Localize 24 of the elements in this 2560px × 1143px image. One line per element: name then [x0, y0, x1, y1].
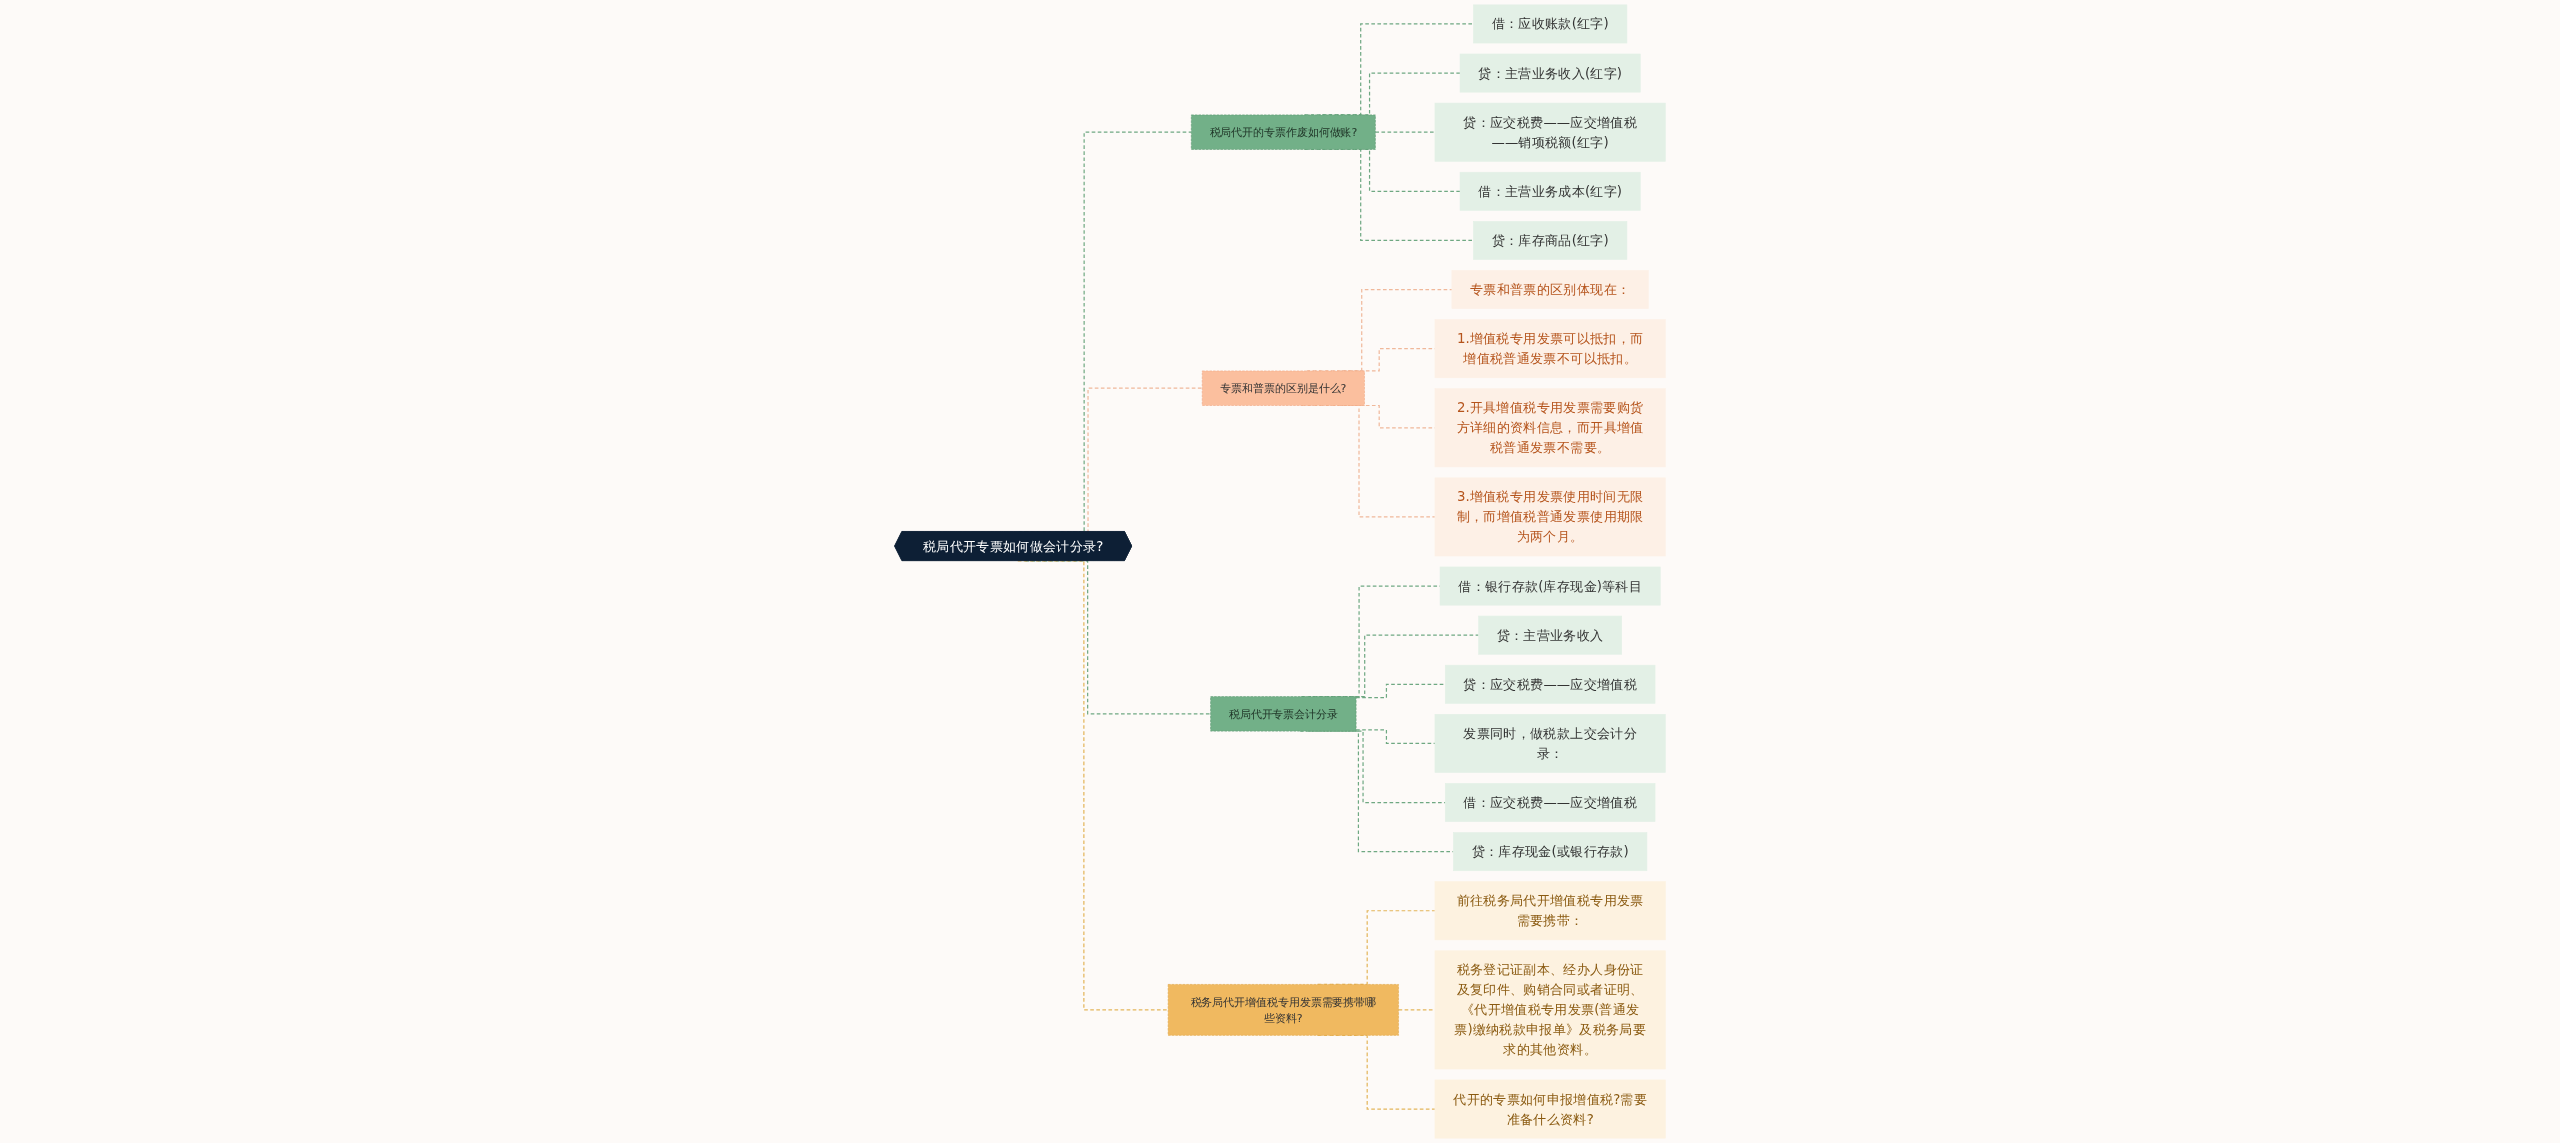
node-box: 贷：库存现金(或银行存款) [1453, 832, 1648, 872]
node-box: 贷：库存商品(红字) [1473, 221, 1628, 260]
node-box: 3.增值税专用发票使用时间无限制，而增值税普通发票使用期限为两个月。 [1434, 477, 1666, 557]
node-box: 税务局代开增值税专用发票需要携带哪些资料? [1167, 984, 1399, 1036]
node-box: 借：应收账款(红字) [1473, 4, 1628, 44]
connector [1355, 683, 1446, 699]
node-box: 税局代开专票会计分录 [1210, 696, 1357, 732]
node-box: 2.开具增值税专用发票需要购货方详细的资料信息，而开具增值税普通发票不需要。 [1434, 388, 1666, 468]
node-box: 1.增值税专用发票可以抵扣，而增值税普通发票不可以抵扣。 [1434, 319, 1666, 379]
node-box: 前往税务局代开增值税专用发票需要携带： [1434, 881, 1666, 941]
node-box: 专票和普票的区别体现在： [1451, 270, 1649, 309]
node-box: 贷：应交税费——应交增值税——销项税额(红字) [1434, 102, 1666, 162]
connector [1397, 1009, 1436, 1011]
node-box: 代开的专票如何申报增值税?需要准备什么资料? [1434, 1079, 1666, 1139]
node-box: 贷：主营业务收入 [1478, 615, 1622, 655]
node-box: 借：主营业务成本(红字) [1459, 171, 1641, 211]
node-box: 专票和普票的区别是什么? [1201, 370, 1365, 406]
node-box: 税局代开的专票作废如何做账? [1191, 114, 1376, 150]
node-box: 发票同时，做税款上交会计分录： [1434, 714, 1666, 773]
node-box: 税务登记证副本、经办人身份证及复印件、购销合同或者证明、《代开增值税专用发票(普通发票)缴纳税款申报单》及税务局要求的其他资料。 [1434, 950, 1666, 1070]
node-box: 借：应交税费——应交增值税 [1444, 783, 1656, 822]
node-box: 借：银行存款(库存现金)等科目 [1439, 566, 1661, 606]
node-box: 贷：主营业务收入(红字) [1459, 53, 1641, 93]
node-box: 贷：应交税费——应交增值税 [1444, 664, 1656, 704]
